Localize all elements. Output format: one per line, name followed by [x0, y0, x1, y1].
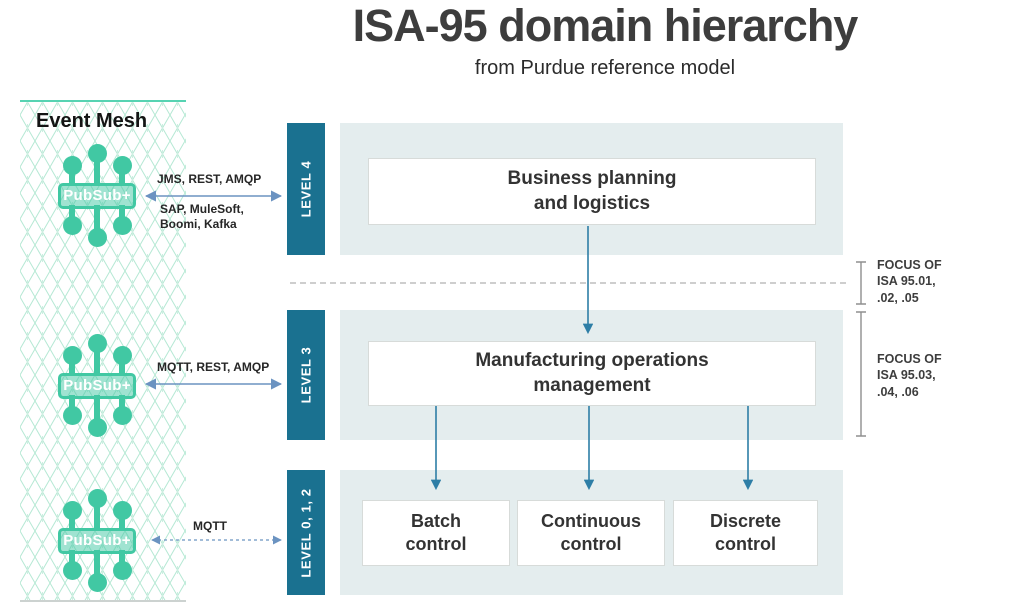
business-planning-box: Business planning and logistics: [368, 158, 816, 225]
broker-pin-icon: [112, 155, 132, 175]
continuous-control-box: Continuous control: [517, 500, 665, 566]
page-subtitle: from Purdue reference model: [474, 57, 736, 79]
broker-pin-icon: [119, 165, 125, 185]
level3-tab-label: LEVEL 3: [298, 346, 314, 404]
broker-pin-icon: [62, 560, 82, 580]
level012-tab: LEVEL 0, 1, 2: [287, 470, 325, 595]
broker-pin-icon: [119, 355, 125, 375]
level4-tab: LEVEL 4: [287, 123, 325, 255]
pubsub-broker-node-level4: PubSub+: [37, 135, 157, 255]
level4-tab-label: LEVEL 4: [298, 160, 314, 218]
focus-bracket-lower: [856, 311, 866, 437]
event-mesh-title: Event Mesh: [36, 110, 148, 132]
broker-pin-icon: [69, 510, 75, 530]
broker-pin-icon: [87, 333, 107, 353]
broker-pin-icon: [69, 355, 75, 375]
broker-pin-icon: [87, 417, 107, 437]
batch-control-box: Batch control: [362, 500, 510, 566]
focus-isa-9501-annotation: FOCUS OF ISA 95.01, .02, .05: [877, 258, 942, 305]
broker-pin-icon: [69, 165, 75, 185]
pubsub-logo: PubSub+: [58, 373, 136, 399]
broker-pin-icon: [87, 143, 107, 163]
broker-pin-icon: [62, 405, 82, 425]
broker-pin-icon: [112, 405, 132, 425]
focus-isa-9503-annotation: FOCUS OF ISA 95.03, .04, .06: [877, 352, 942, 399]
broker-pin-icon: [62, 345, 82, 365]
broker-pin-icon: [62, 215, 82, 235]
broker-pin-icon: [94, 395, 100, 429]
broker-pin-icon: [87, 572, 107, 592]
discrete-control-box: Discrete control: [673, 500, 818, 566]
broker-pin-icon: [94, 153, 100, 185]
broker-pin-icon: [94, 205, 100, 239]
level3-tab: LEVEL 3: [287, 310, 325, 440]
protocols-label-level3: MQTT, REST, AMQP: [157, 360, 270, 374]
pubsub-logo: PubSub+: [58, 528, 136, 554]
integrations-label-level4: SAP, MuleSoft, Boomi, Kafka: [160, 202, 244, 231]
broker-pin-icon: [119, 510, 125, 530]
pubsub-broker-node-level3: PubSub+: [37, 325, 157, 445]
broker-pin-icon: [112, 345, 132, 365]
broker-pin-icon: [62, 500, 82, 520]
broker-pin-icon: [94, 343, 100, 375]
broker-pin-icon: [94, 550, 100, 584]
pubsub-broker-node-level012: PubSub+: [37, 480, 157, 600]
focus-bracket-upper: [856, 261, 866, 305]
manufacturing-operations-box: Manufacturing operations management: [368, 341, 816, 406]
protocols-label-level012: MQTT: [193, 519, 227, 533]
pubsub-logo: PubSub+: [58, 183, 136, 209]
broker-pin-icon: [87, 227, 107, 247]
broker-pin-icon: [112, 215, 132, 235]
broker-pin-icon: [94, 498, 100, 530]
level012-tab-label: LEVEL 0, 1, 2: [298, 487, 314, 578]
broker-pin-icon: [62, 155, 82, 175]
page-title: ISA-95 domain hierarchy: [352, 0, 859, 51]
protocols-label-level4: JMS, REST, AMQP: [157, 172, 262, 186]
broker-pin-icon: [112, 500, 132, 520]
broker-pin-icon: [87, 488, 107, 508]
broker-pin-icon: [112, 560, 132, 580]
